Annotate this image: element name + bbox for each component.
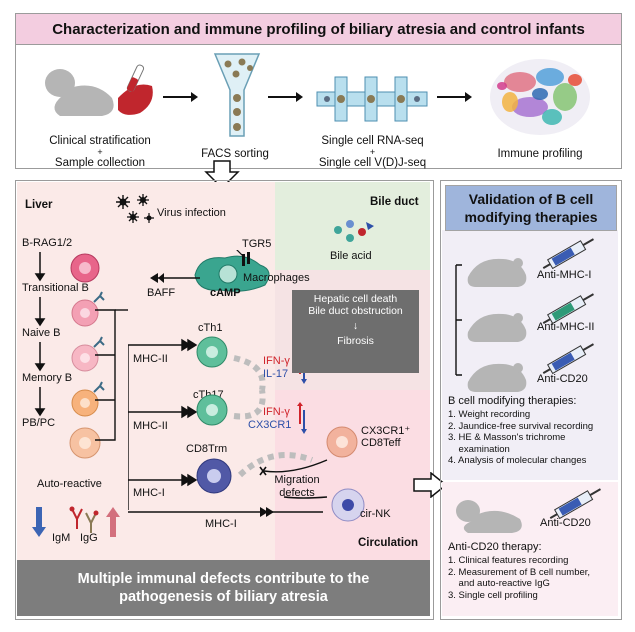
anti-cd20-list: Anti-CD20 therapy: 1. Clinical features … xyxy=(448,541,616,601)
hepatic-line2: Bile duct obstruction xyxy=(308,305,403,317)
hepatic-box: Hepatic cell death Bile duct obstruction… xyxy=(292,290,419,373)
cd20-item: 2. Measurement of B cell number, xyxy=(448,566,591,578)
step1-label: Clinical stratification + Sample collect… xyxy=(20,135,180,170)
mhc1-label-a: MHC-I xyxy=(133,487,165,499)
step2-label: FACS sorting xyxy=(201,148,269,160)
macrophage-cell-icon xyxy=(194,250,270,292)
ifng-label-a: IFN-γ xyxy=(263,355,290,367)
validation-title: Validation of B cell modifying therapies xyxy=(445,185,617,231)
step3-label: Single cell RNA-seq + Single cell V(D)J-… xyxy=(300,135,445,170)
b-cell-item: 1. Weight recording xyxy=(448,409,531,420)
auto-reactive-label: Auto-reactive xyxy=(37,478,102,490)
b-lineage-item-1: Transitional B xyxy=(22,282,89,294)
cx3cr1-cd8-label: CX3CR1⁺ xyxy=(361,425,411,437)
b-lineage-item-3: Memory B xyxy=(22,372,73,384)
validation-title-line1: Validation of B cell xyxy=(468,191,594,207)
hepatic-arrow: ↓ xyxy=(352,320,359,332)
fibrosis-label: Fibrosis xyxy=(337,335,374,347)
b-cell-connector xyxy=(95,309,128,441)
t-cells xyxy=(196,336,314,494)
b-cell-heading: B cell modifying therapies: xyxy=(448,395,577,407)
mhc2-label-a: MHC-II xyxy=(133,353,168,365)
page-title: Characterization and immune profiling of… xyxy=(15,13,622,45)
bile-acid-icon xyxy=(334,220,374,242)
step1-plus: + xyxy=(97,147,103,157)
anti-cd20-label-a: Anti-CD20 xyxy=(537,373,588,385)
b-cell-item: 2. Jaundice-free survival recording xyxy=(448,420,594,432)
step4-label: Immune profiling xyxy=(497,148,583,160)
virus-icon xyxy=(116,194,154,223)
igg-label: IgG xyxy=(80,532,98,544)
banner-line2: pathogenesis of biliary atresia xyxy=(119,589,328,605)
sequencing-chip-icon xyxy=(316,76,428,122)
b-cell-therapy-list: B cell modifying therapies: 1. Weight re… xyxy=(448,395,616,467)
tgr5-label: TGR5 xyxy=(242,238,272,250)
mhc1-long-arrow xyxy=(128,507,323,517)
step3-plus: + xyxy=(369,147,376,157)
circulation-label: Circulation xyxy=(358,537,419,549)
anti-cd20-label-b: Anti-CD20 xyxy=(540,517,591,529)
mhc1-label-b: MHC-I xyxy=(205,518,237,530)
igm-label: IgM xyxy=(52,532,71,544)
virus-infection-label: Virus infection xyxy=(157,207,226,219)
workflow-panel xyxy=(15,43,622,169)
step1-line1: Clinical stratification xyxy=(49,135,151,147)
baff-label: BAFF xyxy=(147,287,176,299)
il17-label: IL-17 xyxy=(263,368,289,380)
umap-plot-icon xyxy=(490,59,590,135)
cd8teff-label: CD8Teff xyxy=(361,437,401,449)
anti-mhc1-label: Anti-MHC-I xyxy=(537,269,592,281)
cd20-heading: Anti-CD20 therapy: xyxy=(448,541,542,553)
arrow-right-icon xyxy=(268,92,303,102)
b-cell-item: 4. Analysis of molecular changes xyxy=(448,455,587,466)
mechanism-panel xyxy=(15,180,434,620)
b-cell-item: 3. HE & Masson's trichrome xyxy=(448,432,566,443)
validation-panel xyxy=(440,180,622,620)
cth1-label: cTh1 xyxy=(198,322,223,334)
migration-arrow xyxy=(259,459,328,499)
b-lineage-item-0: B-RAG1/2 xyxy=(22,237,73,249)
arrow-right-icon xyxy=(437,92,472,102)
hepatic-line1: Hepatic cell death xyxy=(313,293,398,305)
cir-nk-label: cir-NK xyxy=(360,508,391,520)
macrophages-label: Macrophages xyxy=(243,272,310,284)
mhc-arrows xyxy=(128,338,198,510)
cd20-item: and auto-reactive IgG xyxy=(448,578,550,589)
b-lineage-item-4: PB/PC xyxy=(22,417,56,429)
up-down-arrows-icon xyxy=(297,402,307,434)
cd20-item: 1. Clinical features recording xyxy=(448,555,569,566)
ifng-label-b: IFN-γ xyxy=(263,406,290,418)
cd8trm-label: CD8Trm xyxy=(186,443,228,455)
cx3cr1-label: CX3CR1 xyxy=(248,419,292,431)
cd20-item: 3. Single cell profiling xyxy=(448,589,538,601)
liver-label: Liver xyxy=(25,199,53,211)
bile-acid-label: Bile acid xyxy=(330,250,372,262)
facs-funnel-icon xyxy=(213,53,261,137)
b-lineage-item-2: Naive B xyxy=(22,327,61,339)
bile-duct-label: Bile duct xyxy=(370,196,419,208)
b-cell-item: examination xyxy=(448,443,510,455)
right-arrow-icon xyxy=(413,472,447,498)
baff-arrow-icon xyxy=(150,273,200,283)
mhc2-label-b: MHC-II xyxy=(133,420,168,432)
validation-title-line2: modifying therapies xyxy=(464,209,598,225)
conclusion-banner: Multiple immunal defects contribute to t… xyxy=(17,560,430,616)
anti-mhc2-label: Anti-MHC-II xyxy=(537,321,595,333)
camp-label: cAMP xyxy=(210,287,241,299)
mice-syringes-icon xyxy=(455,238,594,392)
arrow-right-icon xyxy=(163,92,198,102)
antibody-icons xyxy=(32,506,120,537)
step3-line1: Single cell RNA-seq xyxy=(321,135,424,147)
b-lineage-cells xyxy=(34,252,105,459)
step1-line2: Sample collection xyxy=(54,157,146,169)
banner-line1: Multiple immunal defects contribute to t… xyxy=(77,571,370,587)
infant-syringe-icon xyxy=(456,488,601,533)
circulation-cells xyxy=(326,426,365,522)
step3-line2: Single cell V(D)J-seq xyxy=(318,157,427,169)
migration-defects-label: Migration defects xyxy=(274,474,320,499)
infant-liver-icon xyxy=(45,64,153,116)
